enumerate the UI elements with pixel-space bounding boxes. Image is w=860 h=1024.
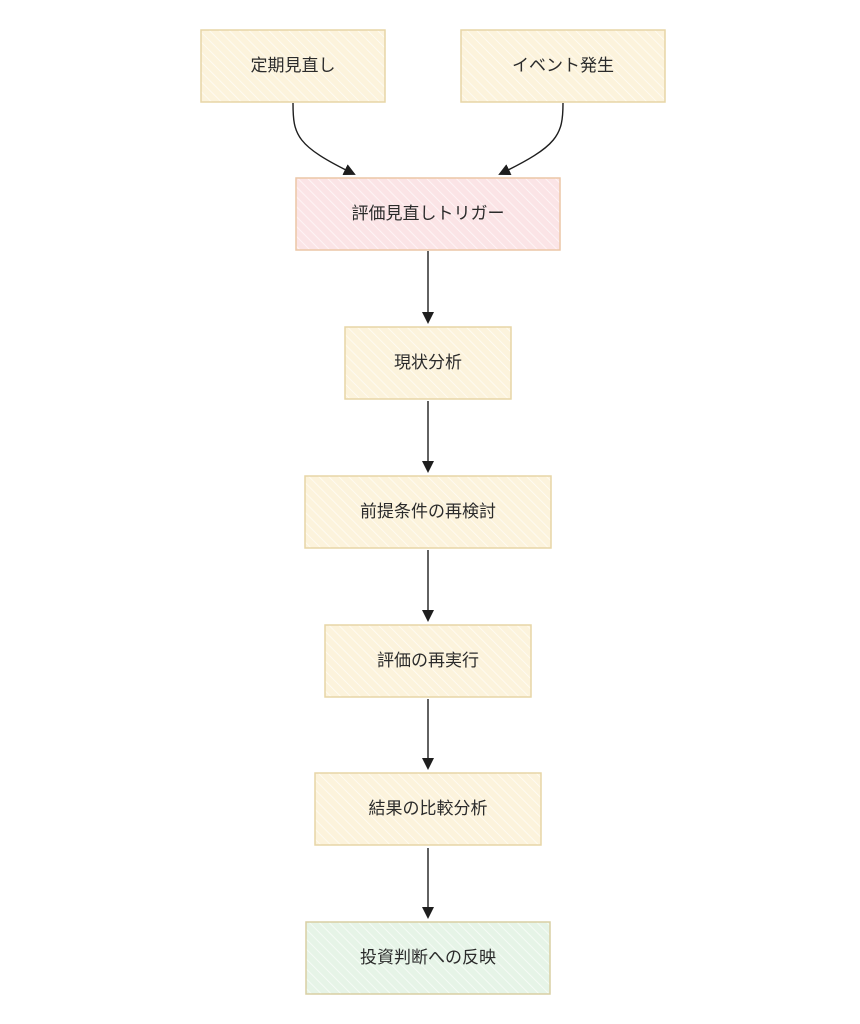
node-re-evaluation-label: 評価の再実行 <box>377 651 479 671</box>
node-event-occurrence-label: イベント発生 <box>512 56 614 76</box>
node-re-evaluation[interactable]: 評価の再実行 <box>324 624 532 698</box>
node-review-trigger[interactable]: 評価見直しトリガー <box>295 177 561 251</box>
node-assumption-review-label: 前提条件の再検討 <box>360 502 496 522</box>
node-review-trigger-label: 評価見直しトリガー <box>352 204 505 224</box>
node-investment-decision[interactable]: 投資判断への反映 <box>305 921 551 995</box>
node-comparison-analysis[interactable]: 結果の比較分析 <box>314 772 542 846</box>
node-periodic-review[interactable]: 定期見直し <box>200 29 386 103</box>
edge-periodic-review-to-review-trigger <box>292 102 356 176</box>
edge-event-occurrence-to-review-trigger <box>498 102 564 176</box>
node-event-occurrence[interactable]: イベント発生 <box>460 29 666 103</box>
edges <box>292 102 564 919</box>
node-current-analysis[interactable]: 現状分析 <box>344 326 512 400</box>
node-assumption-review[interactable]: 前提条件の再検討 <box>304 475 552 549</box>
node-investment-decision-label: 投資判断への反映 <box>360 948 496 968</box>
node-current-analysis-label: 現状分析 <box>394 353 462 373</box>
node-periodic-review-label: 定期見直し <box>251 56 336 76</box>
node-comparison-analysis-label: 結果の比較分析 <box>369 799 488 819</box>
